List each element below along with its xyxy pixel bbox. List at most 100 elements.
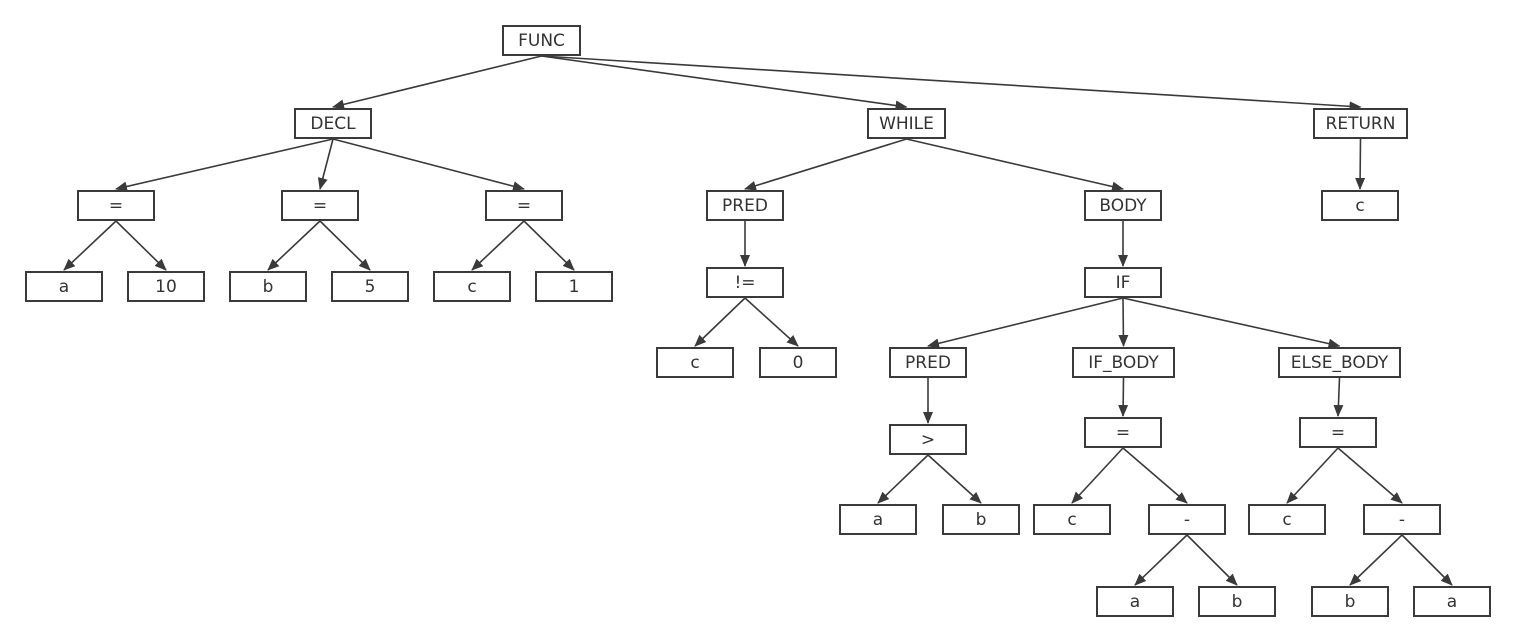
edge-neq-to-n0	[744, 297, 799, 347]
node-label: >	[920, 429, 936, 450]
node-label: a	[1129, 591, 1141, 612]
node-if-body: IF_BODY	[1072, 347, 1175, 378]
node-label: ELSE_BODY	[1290, 352, 1389, 373]
edge-ifbody-to-eq4	[1118, 377, 1129, 417]
edge-neq-to-c2	[694, 297, 746, 347]
node-label: =	[312, 195, 328, 216]
node-label: =	[1330, 422, 1346, 443]
node-var-c: c	[433, 271, 511, 302]
node-label: c	[690, 352, 700, 373]
node-label: -	[1183, 509, 1191, 530]
node-label: a	[1446, 591, 1458, 612]
node-label: =	[1115, 422, 1131, 443]
edge-minus2-to-b4	[1349, 534, 1403, 586]
node-var-b: b	[942, 504, 1020, 535]
node-label: b	[975, 509, 987, 530]
node-label: =	[108, 195, 124, 216]
node-if-pred: PRED	[889, 347, 967, 378]
node-label: IF	[1115, 272, 1131, 293]
node-var-b: b	[229, 271, 307, 302]
node-var-a: a	[1413, 586, 1491, 617]
edge-gt-to-b2	[927, 454, 982, 504]
node-return: RETURN	[1313, 108, 1408, 139]
node-assign-a: =	[77, 190, 155, 221]
edge-eq4-to-minus1	[1122, 447, 1188, 504]
edge-func-to-decl	[332, 55, 542, 110]
edge-eq3-to-n1	[523, 220, 575, 271]
edge-eq2-to-n5	[319, 220, 371, 271]
node-var-c: c	[1033, 504, 1111, 535]
edge-eq5-to-minus2	[1337, 447, 1403, 504]
edge-decl-to-eq2	[317, 138, 334, 190]
node-var-a: a	[839, 504, 917, 535]
node-label: RETURN	[1325, 113, 1396, 134]
node-not-equal: !=	[706, 267, 784, 298]
node-label: 0	[792, 352, 804, 373]
edge-eq5-to-c4	[1286, 447, 1339, 504]
node-label: b	[1231, 591, 1243, 612]
edge-decl-to-eq3	[332, 138, 525, 192]
edge-if-to-ifbody	[1118, 297, 1129, 347]
node-label: 1	[568, 276, 580, 297]
edge-eq4-to-c3	[1071, 447, 1124, 504]
node-var-b: b	[1311, 586, 1389, 617]
edge-while-to-body	[906, 138, 1124, 192]
node-literal-5: 5	[331, 271, 409, 302]
node-func: FUNC	[502, 25, 581, 56]
edge-if-to-pred2	[927, 297, 1124, 349]
node-label: BODY	[1099, 195, 1147, 216]
node-greater-than: >	[889, 424, 967, 455]
node-label: a	[58, 276, 70, 297]
node-assign-c-else: =	[1299, 417, 1377, 448]
node-label: c	[467, 276, 477, 297]
node-label: a	[872, 509, 884, 530]
node-label: PRED	[722, 195, 768, 216]
node-label: =	[516, 195, 532, 216]
edge-decl-to-eq1	[115, 138, 334, 192]
node-literal-1: 1	[535, 271, 613, 302]
node-label: !=	[734, 272, 756, 293]
node-var-a: a	[25, 271, 103, 302]
edge-eq3-to-c1	[471, 220, 525, 271]
node-assign-c-if: =	[1084, 417, 1162, 448]
edge-func-to-while	[541, 55, 908, 111]
node-label: b	[262, 276, 274, 297]
edge-minus2-to-a4	[1401, 534, 1453, 586]
edge-minus1-to-a3	[1134, 534, 1188, 586]
edge-gt-to-a2	[877, 454, 929, 504]
node-minus-b-a: -	[1363, 504, 1441, 535]
node-assign-b: =	[281, 190, 359, 221]
node-minus-a-b: -	[1148, 504, 1226, 535]
node-label: -	[1398, 509, 1406, 530]
node-label: IF_BODY	[1088, 352, 1159, 373]
edge-return-to-ret_c	[1355, 138, 1366, 190]
edge-func-to-return	[541, 55, 1362, 112]
node-label: 10	[155, 276, 177, 297]
node-while: WHILE	[867, 108, 946, 139]
node-assign-c: =	[485, 190, 563, 221]
node-while-pred: PRED	[706, 190, 784, 221]
node-if: IF	[1084, 267, 1162, 298]
node-label: c	[1355, 195, 1365, 216]
node-var-b: b	[1198, 586, 1276, 617]
node-label: DECL	[310, 113, 356, 134]
edge-eq1-to-a1	[63, 220, 117, 271]
node-var-c: c	[1248, 504, 1326, 535]
node-var-a: a	[1096, 586, 1174, 617]
node-label: c	[1282, 509, 1292, 530]
node-while-body: BODY	[1084, 190, 1162, 221]
edge-if-to-elsebody	[1122, 297, 1341, 349]
node-label: FUNC	[518, 30, 565, 51]
node-var-c: c	[656, 347, 734, 378]
node-label: WHILE	[879, 113, 934, 134]
node-literal-10: 10	[127, 271, 205, 302]
edge-eq1-to-n10	[115, 220, 167, 271]
node-else-body: ELSE_BODY	[1278, 347, 1401, 378]
node-label: c	[1067, 509, 1077, 530]
edge-while-to-pred1	[744, 138, 907, 191]
node-label: 5	[364, 276, 376, 297]
node-label: PRED	[905, 352, 951, 373]
node-label: b	[1344, 591, 1356, 612]
